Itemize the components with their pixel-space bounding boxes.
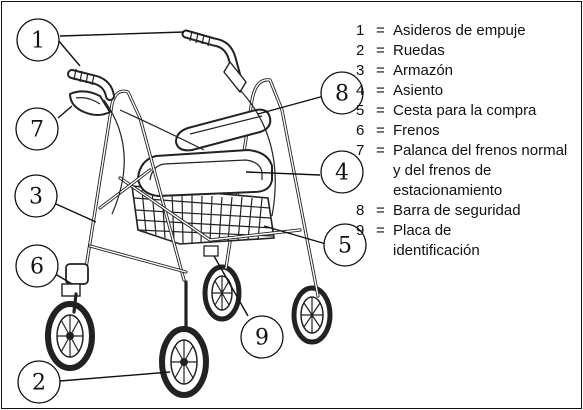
handle-grip-right bbox=[181, 29, 247, 94]
callout-8: 8 bbox=[320, 71, 364, 115]
wheel-rear-right bbox=[291, 285, 333, 345]
legend-item: 5=Cesta para la compra bbox=[356, 102, 537, 119]
brake-lever bbox=[68, 90, 112, 116]
wheel-front-left bbox=[45, 292, 95, 371]
svg-text:2: 2 bbox=[32, 371, 46, 396]
legend-item: 9=Placa de identificación bbox=[356, 222, 480, 259]
identification-plate bbox=[203, 245, 219, 257]
svg-text:8: 8 bbox=[335, 82, 349, 107]
svg-text:3: 3 bbox=[29, 185, 43, 210]
callout-9: 9 bbox=[240, 315, 284, 359]
callout-1: 1 bbox=[16, 18, 60, 62]
callout-5: 5 bbox=[323, 223, 367, 267]
legend-item: 7=Palanca del frenos normal y del frenos… bbox=[356, 142, 568, 199]
parts-legend: 1=Asideros de empuje 2=Ruedas 3=Armazón … bbox=[356, 21, 578, 261]
legend-item: 3=Armazón bbox=[356, 62, 454, 79]
callout-4: 4 bbox=[320, 150, 364, 194]
callout-3: 3 bbox=[14, 174, 58, 218]
legend-item: 8=Barra de seguridad bbox=[356, 202, 521, 219]
legend-item: 4=Asiento bbox=[356, 82, 444, 99]
svg-text:4: 4 bbox=[335, 161, 349, 186]
shopping-basket bbox=[131, 185, 275, 245]
callout-7: 7 bbox=[15, 107, 59, 151]
legend-item: 1=Asideros de empuje bbox=[356, 22, 526, 39]
svg-text:5: 5 bbox=[338, 234, 352, 259]
rollator-walker bbox=[45, 29, 333, 398]
callout-6: 6 bbox=[15, 244, 59, 288]
safety-bar bbox=[174, 108, 272, 152]
brake-unit bbox=[61, 263, 89, 297]
handle-grip-left bbox=[67, 68, 115, 101]
legend-item: 6=Frenos bbox=[356, 122, 440, 139]
wheel-rear-left bbox=[202, 264, 242, 322]
legend-item: 2=Ruedas bbox=[356, 42, 445, 59]
wheel-front-right bbox=[159, 280, 209, 398]
svg-text:7: 7 bbox=[30, 118, 44, 143]
callout-2: 2 bbox=[17, 360, 61, 404]
leader-lines bbox=[51, 31, 327, 382]
svg-text:9: 9 bbox=[255, 326, 269, 351]
svg-text:1: 1 bbox=[31, 29, 45, 54]
svg-text:6: 6 bbox=[30, 255, 44, 280]
